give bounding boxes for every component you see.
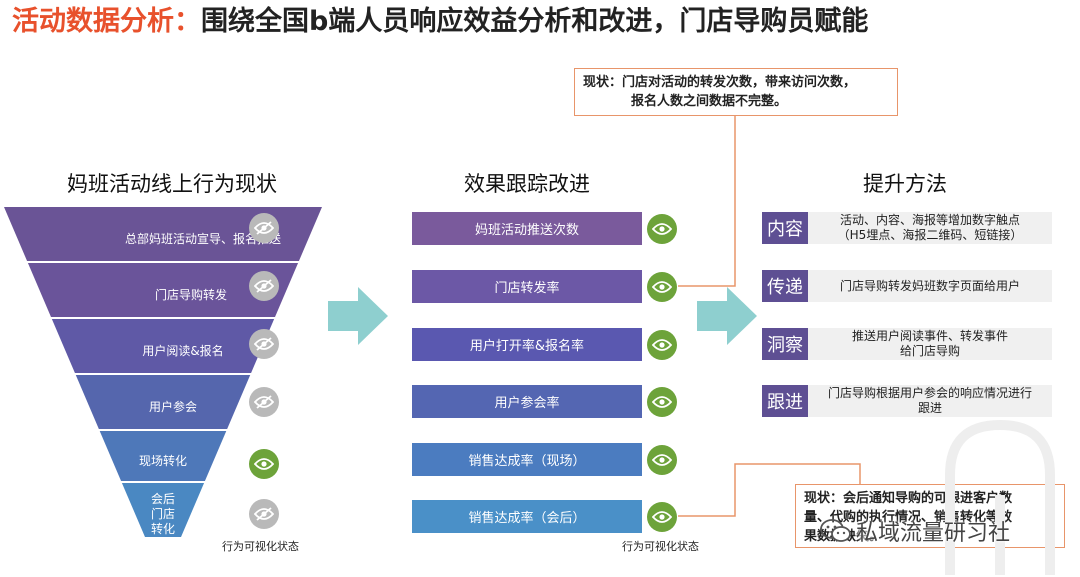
eye-off-icon <box>249 387 279 417</box>
method-tag: 内容 <box>762 212 808 244</box>
funnel-layer-5 <box>99 431 227 481</box>
tracking-item-6: 销售达成率（会后） <box>412 500 642 533</box>
eye-off-icon <box>249 499 279 529</box>
watermark-text: 私域流量研习社 <box>856 521 1011 546</box>
method-text-line: 推送用户阅读事件、转发事件 <box>851 329 1008 343</box>
method-text: 门店导购转发妈班数字页面给用户 <box>808 279 1052 294</box>
page-title: 活动数据分析：围绕全国b端人员响应效益分析和改进，门店导购员赋能 <box>12 2 868 42</box>
funnel-caption: 行为可视化状态 <box>222 540 299 553</box>
eye-icon <box>647 502 677 532</box>
eye-icon <box>647 272 677 302</box>
funnel-layer-label-line: 转化 <box>150 522 175 536</box>
funnel-layer-label-line: 会后 <box>150 492 175 506</box>
eye-icon <box>647 330 677 360</box>
note-top-line-2: 报名人数之间数据不完整。 <box>631 94 788 109</box>
method-tag: 洞察 <box>762 328 808 360</box>
eye-off-icon <box>249 329 279 359</box>
method-text-line: 跟进 <box>917 401 942 415</box>
method-text: 门店导购根据用户参会的响应情况进行跟进 <box>808 386 1052 416</box>
note-bottom-line-1: 现状：会后通知导购的可跟进客户数 <box>804 491 1013 506</box>
funnel-layer-label-4: 用户参会 <box>148 400 197 414</box>
note-bottom: 现状：会后通知导购的可跟进客户数 量、代购的执行情况、销售转化等效 果数据缺失。 <box>795 484 1065 548</box>
decorative-pattern <box>945 419 1055 575</box>
eye-off-icon <box>249 213 279 243</box>
method-text-line: 门店导购根据用户参会的响应情况进行 <box>827 386 1032 400</box>
method-tag: 跟进 <box>762 385 808 417</box>
eye-icon <box>647 387 677 417</box>
method-row-4: 跟进门店导购根据用户参会的响应情况进行跟进 <box>762 385 1052 417</box>
connector-top <box>678 110 736 287</box>
method-text-line: 活动、内容、海报等增加数字触点 <box>839 213 1020 227</box>
tracking-item-2: 门店转发率 <box>412 270 642 303</box>
funnel-layer-label-line: 门店 <box>150 507 175 521</box>
connector-bottom <box>678 463 861 517</box>
title-main: 围绕全国b端人员响应效益分析和改进，门店导购员赋能 <box>201 6 869 37</box>
flow-arrow-1 <box>328 287 388 345</box>
funnel-layer-2 <box>27 263 299 317</box>
note-top-line-1: 现状：门店对活动的转发次数，带来访问次数， <box>583 75 857 90</box>
flow-arrow-2 <box>697 287 757 345</box>
tracking-caption: 行为可视化状态 <box>622 540 699 553</box>
tracking-heading: 效果跟踪改进 <box>464 172 590 196</box>
method-row-2: 传递 门店导购转发妈班数字页面给用户 <box>762 270 1052 302</box>
method-text-line: 门店导购转发妈班数字页面给用户 <box>839 278 1020 293</box>
tracking-item-5: 销售达成率（现场） <box>412 443 642 476</box>
eye-icon <box>647 445 677 475</box>
tracking-item-3: 用户打开率&报名率 <box>412 328 642 361</box>
funnel-layer-label-2: 门店导购转发 <box>154 288 227 302</box>
funnel-heading: 妈班活动线上行为现状 <box>67 172 277 196</box>
method-text-line: 给门店导购 <box>899 344 960 358</box>
tracking-item-4: 用户参会率 <box>412 385 642 418</box>
note-bottom-line-2: 量、代购的执行情况、销售转化等效 <box>804 510 1013 525</box>
eye-icon <box>647 214 677 244</box>
watermark: 私域流量研习社 <box>820 515 1010 547</box>
funnel-layer-label-5: 现场转化 <box>138 454 187 468</box>
eye-off-icon <box>249 271 279 301</box>
funnel-layer-label-3: 用户阅读&报名 <box>142 344 224 358</box>
funnel-layer-4 <box>75 375 251 429</box>
method-text-line: （H5埋点、海报二维码、短链接） <box>837 228 1023 242</box>
tracking-item-1: 妈班活动推送次数 <box>412 212 642 245</box>
eye-icon <box>249 449 279 479</box>
funnel-layer-1 <box>4 207 322 261</box>
methods-heading: 提升方法 <box>863 172 947 196</box>
wechat-icon <box>820 519 851 542</box>
method-text: 推送用户阅读事件、转发事件给门店导购 <box>808 329 1052 359</box>
funnel-layer-6 <box>121 483 205 537</box>
funnel-layer-label-1: 总部妈班活动宣导、报名推送 <box>124 232 281 246</box>
funnel-layer-label-6: 会后门店转化 <box>63 492 263 537</box>
method-row-3: 洞察推送用户阅读事件、转发事件给门店导购 <box>762 328 1052 360</box>
method-row-1: 内容活动、内容、海报等增加数字触点（H5埋点、海报二维码、短链接） <box>762 212 1052 244</box>
funnel-layer-3 <box>51 319 275 373</box>
method-text: 活动、内容、海报等增加数字触点（H5埋点、海报二维码、短链接） <box>808 213 1052 243</box>
title-accent: 活动数据分析： <box>12 6 201 37</box>
note-top: 现状：门店对活动的转发次数，带来访问次数， 报名人数之间数据不完整。 <box>574 68 898 116</box>
method-tag: 传递 <box>762 270 808 302</box>
